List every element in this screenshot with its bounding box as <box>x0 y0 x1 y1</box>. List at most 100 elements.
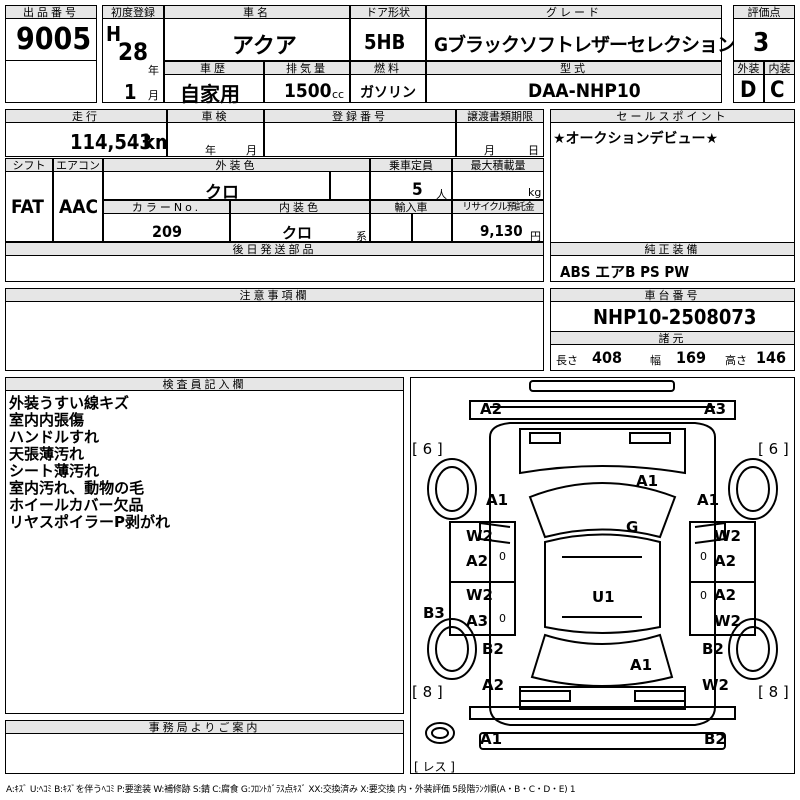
door-type-label: ドア形状 <box>350 5 426 19</box>
first-registration-cell <box>102 5 164 103</box>
capacity-value: 5 <box>412 180 423 200</box>
zero-mark: 0 <box>700 589 707 602</box>
damage-quarter-left-low: A2 <box>482 676 505 694</box>
width-value: 169 <box>676 348 707 367</box>
inspector-note: 天張薄汚れ <box>9 445 85 463</box>
zero-mark: 0 <box>499 612 506 625</box>
import-divider <box>411 214 413 242</box>
damage-door-rr-b: W2 <box>714 612 741 630</box>
interior-color-label: 内装色 <box>230 200 370 214</box>
damage-rear-left: A1 <box>480 730 503 748</box>
damage-quarter-right-low: W2 <box>702 676 729 694</box>
registration-month: 1 <box>124 80 137 104</box>
damage-front-left: A2 <box>480 400 503 418</box>
office-label: 事務局よりご案内 <box>5 720 404 734</box>
transfer-day: 日 <box>528 144 539 157</box>
zero-mark: 0 <box>700 550 707 563</box>
tire-rear-right: [ 8 ] <box>758 683 789 701</box>
damage-hood: A1 <box>636 472 659 490</box>
damage-door-rr-a: A2 <box>714 586 737 604</box>
first-registration-label: 初度登録 <box>102 5 164 19</box>
inspection-month-unit: 月 <box>246 144 257 157</box>
year-unit: 年 <box>148 64 159 77</box>
equipment-value: ABS エアB PS PW <box>560 263 690 281</box>
model-label: 型式 <box>426 61 722 75</box>
grade-label: グレード <box>426 5 722 19</box>
spare-tire-label: [ レス ] <box>414 760 455 774</box>
sales-point-cell <box>550 109 795 257</box>
sales-point-value: ★オークションデビュー★ <box>553 131 719 147</box>
era-prefix: H <box>106 22 122 46</box>
exterior-color-divider <box>329 172 331 200</box>
length-value: 408 <box>592 348 623 367</box>
grade-value: Gブラックソフトレザーセレクション <box>434 34 736 56</box>
interior-grade-value: C <box>770 78 785 103</box>
width-label: 幅 <box>650 354 661 367</box>
spec-label: 諸元 <box>550 331 795 345</box>
damage-door-rl-b: A3 <box>466 612 489 630</box>
damage-door-fl-a: W2 <box>466 527 493 545</box>
history-value: 自家用 <box>180 82 240 106</box>
damage-door-fr-a: W2 <box>714 527 741 545</box>
height-value: 146 <box>756 348 787 367</box>
model-value: DAA-NHP10 <box>528 80 641 102</box>
damage-trunk: A1 <box>630 656 653 674</box>
score-value: 3 <box>753 28 770 58</box>
displacement-value: 1500 <box>284 80 332 102</box>
load-label: 最大積載量 <box>452 158 544 172</box>
ac-cell <box>53 158 103 242</box>
tire-rear-left: [ 8 ] <box>412 683 443 701</box>
score-label: 評価点 <box>733 5 795 19</box>
mileage-label: 走行 <box>5 109 167 123</box>
transfer-label: 譲渡書類期限 <box>456 109 544 123</box>
car-name-value: アクア <box>232 34 297 59</box>
mileage-value: 114,543 <box>70 130 152 154</box>
lot-number-label: 出品番号 <box>5 5 97 19</box>
ac-value: AAC <box>59 196 99 218</box>
shift-value: FAT <box>11 196 44 218</box>
plate-label: 登録番号 <box>264 109 456 123</box>
inspector-note: ハンドルすれ <box>9 428 100 446</box>
exterior-color-value: クロ <box>205 183 239 203</box>
damage-door-fr-b: A2 <box>714 552 737 570</box>
damage-quarter-right: B2 <box>702 640 724 658</box>
registration-year: 28 <box>118 38 149 66</box>
inspector-note: リヤスポイラーP剥がれ <box>9 513 170 531</box>
recycle-unit: 円 <box>530 230 541 243</box>
later-parts-label: 後日発送部品 <box>5 242 544 256</box>
recycle-label: リサイクル預託金 <box>452 200 544 214</box>
inspector-note: 室内内張傷 <box>9 411 85 429</box>
damage-rear-right: B2 <box>704 730 726 748</box>
displacement-unit: cc <box>332 88 345 101</box>
damage-fender-right: A1 <box>697 491 720 509</box>
exterior-grade-value: D <box>740 78 757 103</box>
interior-color-value: クロ <box>282 224 313 242</box>
displacement-label: 排気量 <box>264 61 350 75</box>
chassis-value: NHP10-2508073 <box>593 305 757 329</box>
fuel-label: 燃料 <box>350 61 426 75</box>
ac-label: エアコン <box>53 158 103 172</box>
load-unit: kg <box>528 186 542 199</box>
shift-cell <box>5 158 53 242</box>
exterior-grade-label: 外装 <box>733 61 764 75</box>
interior-grade-label: 内装 <box>764 61 795 75</box>
length-label: 長さ <box>556 354 578 367</box>
car-outline-diagram <box>425 380 778 750</box>
damage-rocker-left: B3 <box>423 604 445 622</box>
exterior-color-label: 外装色 <box>103 158 370 172</box>
capacity-label: 乗車定員 <box>370 158 452 172</box>
inspection-label: 車検 <box>167 109 264 123</box>
inspector-note: 室内汚れ、動物の毛 <box>9 479 145 497</box>
fuel-value: ガソリン <box>360 85 416 101</box>
inspection-year-unit: 年 <box>205 144 216 157</box>
notes-label: 注意事項欄 <box>5 288 544 302</box>
tire-front-left: [ 6 ] <box>412 440 443 458</box>
chassis-label: 車台番号 <box>550 288 795 302</box>
inspector-cell <box>5 377 404 714</box>
lot-number-extra-cell <box>5 60 97 103</box>
shift-label: シフト <box>5 158 53 172</box>
sales-point-label: セールスポイント <box>550 109 795 123</box>
lot-number-value: 9005 <box>16 22 92 57</box>
recycle-value: 9,130 <box>480 222 523 240</box>
legend-footer: A:ｷｽﾞ U:ﾍｺﾐ B:ｷｽﾞを伴うﾍｺﾐ P:要塗装 W:補修跡 S:錆 … <box>6 785 576 795</box>
